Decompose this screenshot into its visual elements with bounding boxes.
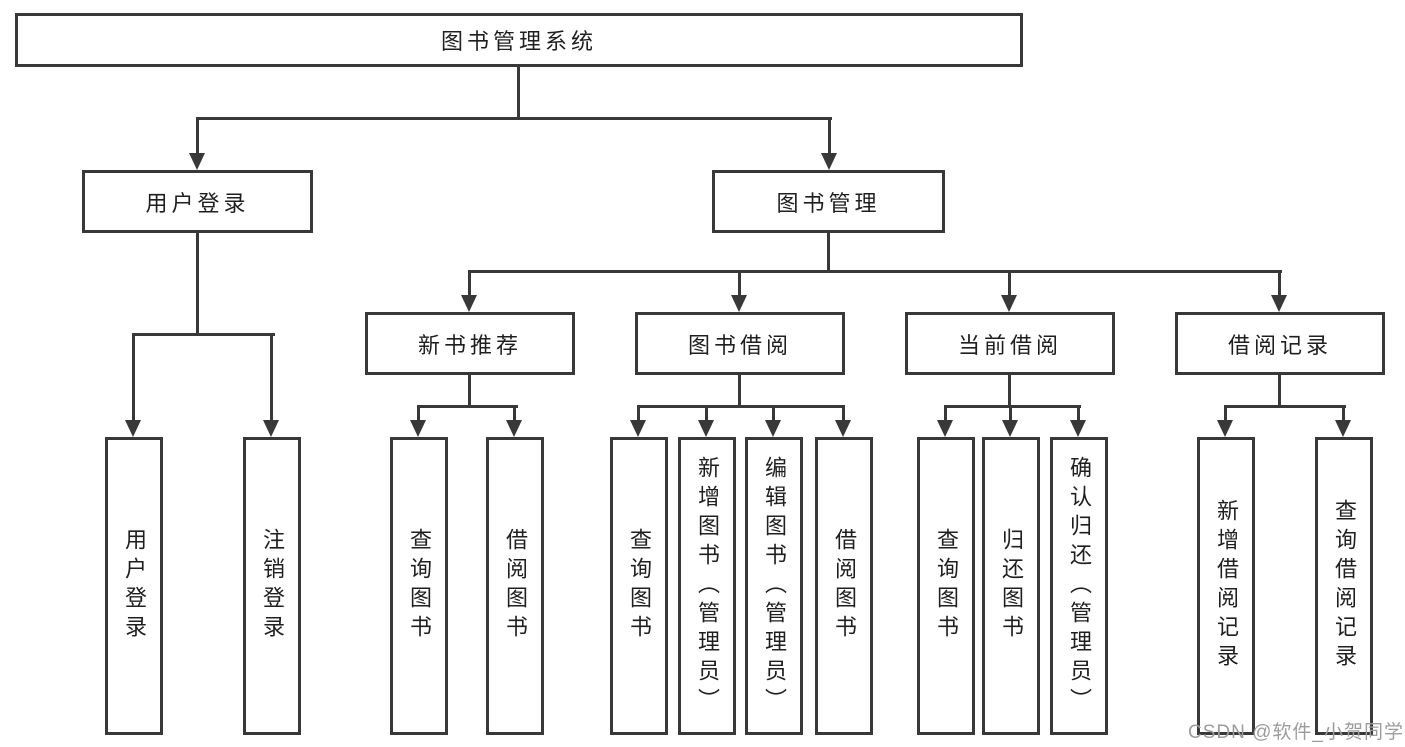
leaf-user-login: 用户登录: [105, 437, 163, 735]
arrowhead-down-icon: [263, 420, 279, 437]
node-current-borrow: 当前借阅: [905, 312, 1115, 375]
arrowhead-down-icon: [1001, 295, 1017, 312]
arrowhead-down-icon: [1070, 420, 1086, 437]
leaf-edit-books-admin: 编辑图书（管理员）: [745, 437, 803, 735]
leaf-label: 查询图书: [934, 528, 959, 644]
connector-line: [1008, 375, 1011, 408]
leaf-return-books: 归还图书: [982, 437, 1040, 735]
leaf-label: 新增图书（管理员）: [695, 455, 720, 717]
connector-line: [944, 408, 947, 422]
node-label: 图书管理: [776, 190, 881, 216]
connector-line: [1077, 408, 1080, 422]
connector-line: [1224, 408, 1227, 422]
connector-line: [944, 405, 1081, 408]
connector-line: [772, 408, 775, 422]
leaf-query-books-borrow: 查询图书: [610, 437, 668, 735]
node-book-borrow: 图书借阅: [635, 312, 845, 375]
connector-line: [468, 270, 1282, 273]
connector-line: [417, 408, 420, 422]
node-label: 用户登录: [145, 190, 250, 216]
node-library-management-system: 图书管理系统: [15, 13, 1023, 67]
leaf-label: 新增借阅记录: [1214, 499, 1239, 673]
leaf-label: 用户登录: [122, 528, 147, 644]
node-label: 图书借阅: [687, 332, 792, 358]
node-new-book-recommend: 新书推荐: [365, 312, 575, 375]
leaf-query-books-recommend: 查询图书: [390, 437, 448, 735]
connector-line: [637, 408, 640, 422]
node-label: 图书管理系统: [440, 29, 597, 54]
connector-line: [1009, 408, 1012, 422]
connector-line: [468, 375, 471, 408]
node-user-login: 用户登录: [82, 170, 313, 233]
node-label: 当前借阅: [957, 332, 1062, 358]
leaf-add-borrow-record: 新增借阅记录: [1197, 437, 1255, 735]
arrowhead-down-icon: [765, 420, 781, 437]
connector-line: [828, 120, 831, 156]
csdn-watermark: CSDN @软件_小贺同学: [1188, 722, 1404, 743]
leaf-confirm-return-admin: 确认归还（管理员）: [1050, 437, 1108, 735]
arrowhead-down-icon: [125, 420, 141, 437]
arrowhead-down-icon: [189, 153, 205, 170]
leaf-label: 查询图书: [627, 528, 652, 644]
connector-line: [738, 375, 741, 408]
node-book-management: 图书管理: [712, 170, 945, 233]
connector-line: [1008, 273, 1011, 297]
connector-line: [196, 120, 199, 156]
connector-line: [842, 408, 845, 422]
arrowhead-down-icon: [698, 420, 714, 437]
connector-line: [1278, 375, 1281, 408]
connector-line: [738, 273, 741, 297]
arrowhead-down-icon: [630, 420, 646, 437]
connector-line: [468, 273, 471, 297]
leaf-label: 确认归还（管理员）: [1067, 455, 1092, 717]
leaf-add-books-admin: 新增图书（管理员）: [678, 437, 736, 735]
leaf-borrow-books: 借阅图书: [815, 437, 873, 735]
arrowhead-down-icon: [506, 420, 522, 437]
arrowhead-down-icon: [1217, 420, 1233, 437]
connector-line: [705, 408, 708, 422]
node-label: 新书推荐: [417, 332, 522, 358]
leaf-label: 归还图书: [999, 528, 1024, 644]
connector-line: [132, 333, 275, 336]
leaf-label: 借阅图书: [832, 528, 857, 644]
arrowhead-down-icon: [731, 295, 747, 312]
arrowhead-down-icon: [410, 420, 426, 437]
leaf-label: 查询借阅记录: [1332, 499, 1357, 673]
connector-line: [1342, 408, 1345, 422]
arrowhead-down-icon: [821, 153, 837, 170]
arrowhead-down-icon: [1002, 420, 1018, 437]
leaf-label: 查询图书: [407, 528, 432, 644]
leaf-label: 注销登录: [260, 528, 285, 644]
arrowhead-down-icon: [937, 420, 953, 437]
arrowhead-down-icon: [1271, 295, 1287, 312]
connector-line: [196, 233, 199, 336]
leaf-query-borrow-record: 查询借阅记录: [1315, 437, 1373, 735]
connector-line: [517, 67, 520, 120]
connector-line: [1278, 273, 1281, 297]
connector-line: [132, 336, 135, 422]
leaf-query-books-current: 查询图书: [917, 437, 975, 735]
arrowhead-down-icon: [1335, 420, 1351, 437]
connector-line: [270, 336, 273, 422]
connector-line: [827, 233, 830, 273]
connector-line: [513, 408, 516, 422]
connector-line: [196, 117, 832, 120]
connector-line: [637, 405, 845, 408]
connector-line: [1224, 405, 1346, 408]
connector-line: [417, 405, 518, 408]
arrowhead-down-icon: [461, 295, 477, 312]
arrowhead-down-icon: [835, 420, 851, 437]
node-label: 借阅记录: [1227, 332, 1332, 358]
leaf-borrow-books-recommend: 借阅图书: [486, 437, 544, 735]
leaf-logout: 注销登录: [243, 437, 301, 735]
leaf-label: 借阅图书: [503, 528, 528, 644]
leaf-label: 编辑图书（管理员）: [762, 455, 787, 717]
node-borrow-records: 借阅记录: [1175, 312, 1385, 375]
